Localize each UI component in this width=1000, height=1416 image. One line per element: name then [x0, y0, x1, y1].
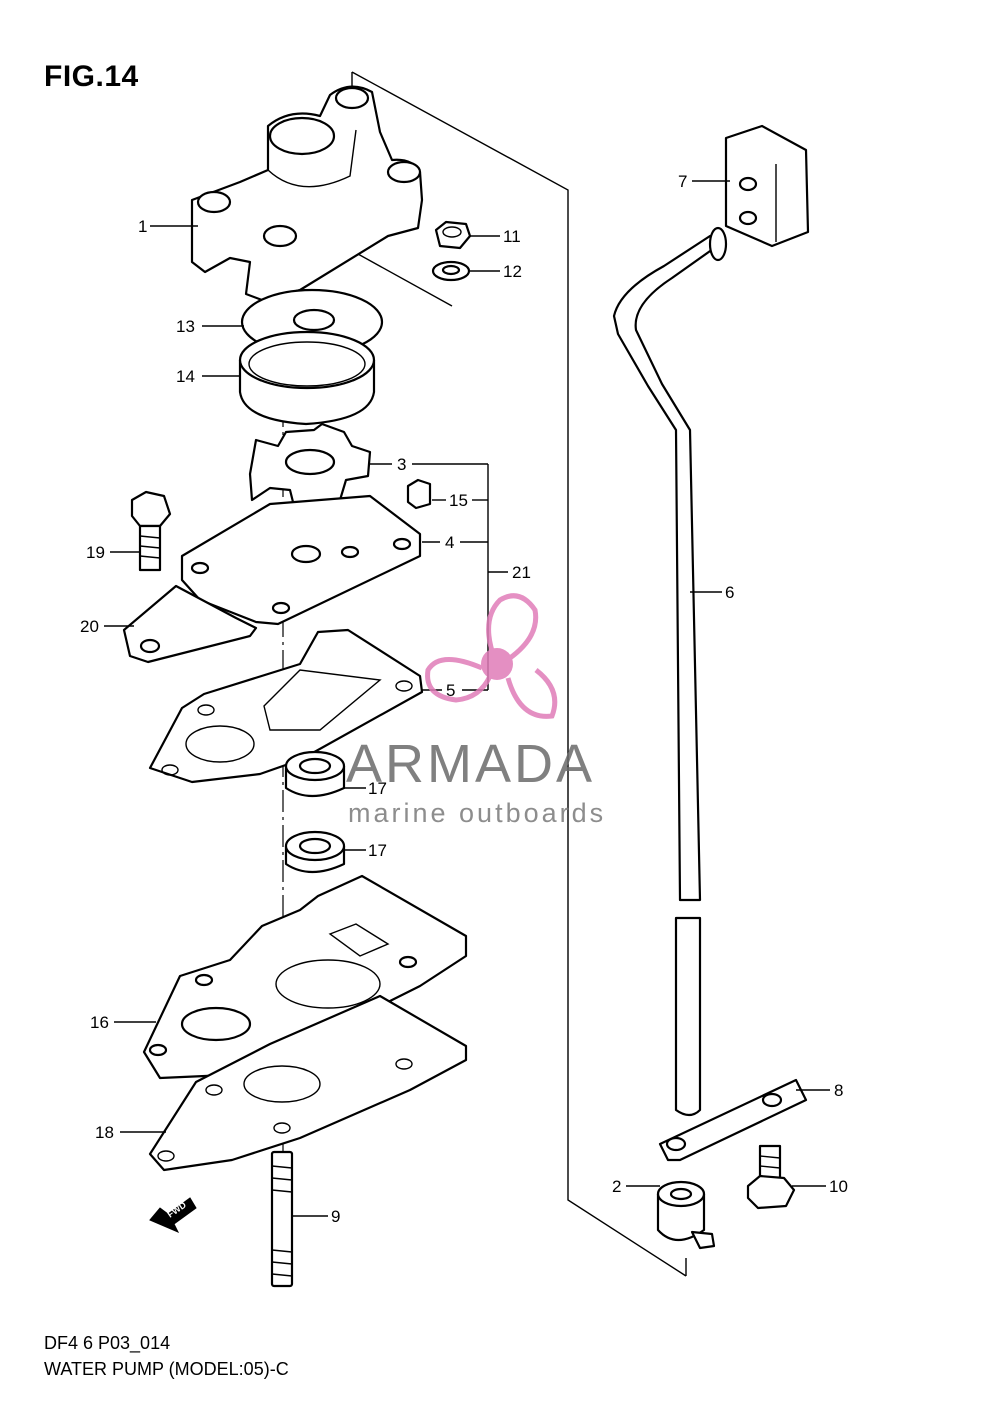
- callout-18: 18: [95, 1123, 114, 1142]
- callout-3: 3: [397, 455, 406, 474]
- diagram-caption: WATER PUMP (MODEL:05)-C: [44, 1359, 289, 1379]
- callout-14: 14: [176, 367, 195, 386]
- oil-seal-part-lower: [284, 830, 346, 874]
- callout-17-lower: 17: [368, 841, 387, 860]
- callout-6: 6: [725, 583, 734, 602]
- tube-grommet-part: [656, 1180, 716, 1250]
- diagram-code: DF4 6 P03_014: [44, 1333, 171, 1353]
- figure-title: FIG.14: [44, 60, 139, 93]
- callout-1: 1: [138, 217, 147, 236]
- callout-13: 13: [176, 317, 195, 336]
- callout-8: 8: [834, 1081, 843, 1100]
- figure-footer: DF4 6 P03_014 WATER PUMP (MODEL:05)-C: [44, 1330, 289, 1382]
- callout-12: 12: [503, 262, 522, 281]
- callout-5: 5: [446, 681, 455, 700]
- callout-7: 7: [678, 172, 687, 191]
- callout-4: 4: [445, 533, 454, 552]
- lower-gasket-part: [148, 994, 468, 1172]
- callout-9: 9: [331, 1207, 340, 1226]
- callout-labels: 1 2 3 4 5 6 7 8 9 10 11 12 13 14 15 16 1…: [80, 172, 848, 1226]
- callout-21: 21: [512, 563, 531, 582]
- callout-20: 20: [80, 617, 99, 636]
- grommet-part: [724, 124, 810, 248]
- armada-watermark: ARMADA marine outboards: [346, 593, 606, 828]
- callout-11: 11: [503, 227, 521, 246]
- fwd-arrow-icon: FWD: [149, 1197, 197, 1233]
- watermark-subtitle: marine outboards: [348, 798, 606, 828]
- callout-10: 10: [829, 1177, 848, 1196]
- nut-part: [434, 220, 472, 250]
- callout-19: 19: [86, 543, 105, 562]
- propeller-hub-icon: [481, 648, 513, 680]
- leader-lines: [104, 180, 830, 1217]
- bolt-part-19: [130, 490, 172, 572]
- gasket-part: [148, 628, 424, 784]
- oil-seal-part-upper: [284, 750, 346, 798]
- key-part: [406, 478, 432, 510]
- watermark-name: ARMADA: [346, 734, 595, 794]
- tube-bracket-part: [658, 1078, 808, 1162]
- callout-15: 15: [449, 491, 468, 510]
- propeller-logo-icon: [425, 593, 558, 719]
- impeller-liner-part: [238, 330, 376, 426]
- callout-16: 16: [90, 1013, 109, 1032]
- washer-part: [431, 260, 471, 282]
- stud-bolt-part: [270, 1150, 294, 1288]
- wear-plate-part: [180, 494, 422, 626]
- water-tube-part: [612, 226, 728, 1117]
- callout-17-upper: 17: [368, 779, 387, 798]
- gasket-plate-part: [122, 584, 258, 664]
- pump-case-part: [190, 85, 424, 302]
- callout-2: 2: [612, 1177, 621, 1196]
- bolt-part-10: [746, 1144, 796, 1210]
